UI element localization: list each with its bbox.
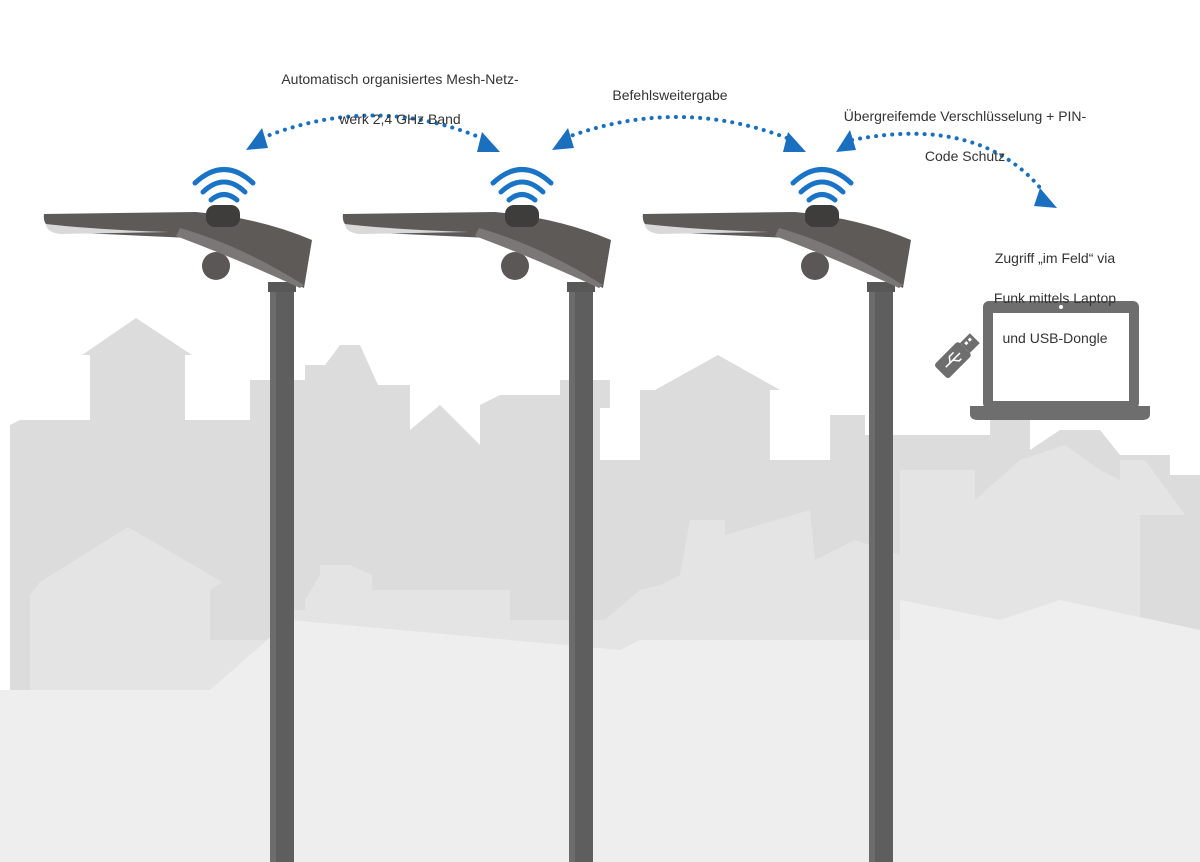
wifi-icon [790,167,854,203]
label-mesh-line2: werk 2,4 GHz Band [339,111,461,127]
label-access-line3: und USB-Dongle [1002,330,1108,346]
label-encryption: Übergreifemde Verschlüsselung + PIN- Cod… [815,86,1115,186]
wifi-icon [490,167,554,203]
ground [0,600,1200,862]
laptop-icon [970,301,1150,420]
label-field-access: Zugriff „im Feld“ via Funk mittels Lapto… [965,228,1145,368]
label-command-relay: Befehlsweitergabe [580,65,760,125]
wifi-icon [192,167,256,203]
arrow-relay [563,115,794,142]
arrowhead-left-2 [552,128,574,150]
label-access-line2: Funk mittels Laptop [993,290,1117,306]
arrowhead-right-2 [783,132,806,152]
arrowhead-left-1 [246,128,268,150]
arrow-mesh [260,113,488,142]
streetlight-3 [642,167,911,862]
label-relay-text: Befehlsweitergabe [612,87,728,103]
dotted-arrows [260,113,1044,192]
label-access-line1: Zugriff „im Feld“ via [994,250,1116,266]
label-mesh-network: Automatisch organisiertes Mesh-Netz- wer… [250,49,550,149]
streetlight-1 [43,167,313,862]
usb-dongle-icon [935,333,980,378]
lamp-head [43,212,313,288]
arrowhead-right-1 [477,132,500,152]
streetlight-2 [342,167,611,862]
arrow-access [850,131,1044,192]
arrowhead-right-3 [1034,188,1057,208]
lamp-head [642,212,911,288]
arrowhead-left-3 [836,130,856,152]
label-mesh-line1: Automatisch organisiertes Mesh-Netz- [281,71,519,87]
label-encrypt-line1: Übergreifemde Verschlüsselung + PIN- [843,108,1087,124]
lamp-head [342,212,611,288]
arrow-heads [246,128,1057,208]
label-encrypt-line2: Code Schutz [924,148,1006,164]
